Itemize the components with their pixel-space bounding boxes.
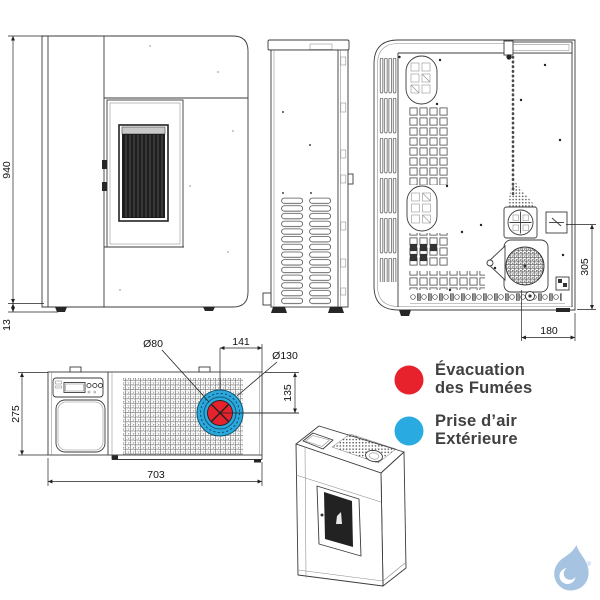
dim-flue-offset-right: 141: [220, 336, 263, 372]
dim-depth: 275: [10, 372, 48, 456]
legend-smoke-label: Évacuation des Fumées: [435, 361, 533, 397]
dim-air-intake-diameter: Ø130: [236, 350, 298, 397]
back-view: 305 180: [373, 39, 596, 341]
panel-button: [97, 382, 103, 389]
display-screen: [63, 382, 86, 393]
dim-180-label: 180: [540, 325, 558, 337]
dim-base-label: 13: [1, 319, 13, 331]
dim-height: 940: [1, 35, 44, 304]
panel-button: [92, 382, 98, 389]
side-foot: [328, 307, 344, 313]
brand-logo: ®: [554, 545, 592, 591]
smoke-dot-icon: [394, 365, 424, 394]
dim-703-label: 703: [147, 469, 165, 481]
back-fan-assembly: [486, 206, 570, 301]
top-view: 275 703 141 135 Ø80 Ø130: [10, 336, 299, 486]
panel-button: [86, 382, 92, 389]
front-foot: [55, 307, 67, 312]
front-foot: [203, 307, 215, 311]
dim-flue-offset-front: 135: [243, 372, 299, 414]
dim-305-label: 305: [579, 258, 591, 276]
back-air-funnel: [486, 244, 506, 282]
side-louvers: [281, 197, 331, 305]
air-dot-icon: [394, 416, 424, 445]
side-foot: [271, 307, 287, 313]
dim-rear-fan-height: 305: [566, 224, 596, 310]
back-top-bar: [503, 40, 573, 60]
front-view: 940 13: [1, 35, 249, 331]
back-vent-lower: [406, 185, 438, 232]
dim-d80-label: Ø80: [143, 338, 163, 350]
perspective-view: [295, 425, 407, 587]
back-perforation-grid: [409, 107, 449, 185]
dim-275-label: 275: [10, 405, 22, 423]
dim-base-height: 13: [1, 303, 58, 331]
door-hinge: [102, 182, 107, 191]
back-vent-upper: [405, 55, 438, 105]
side-view: [262, 39, 354, 313]
back-louver-band: [379, 58, 397, 282]
dim-141-label: 141: [232, 336, 250, 348]
back-terminal-strip: [410, 292, 562, 302]
side-latch: [347, 173, 354, 185]
side-hinge-strip: [340, 56, 347, 296]
dim-rear-fan-offset: 180: [521, 290, 576, 341]
legend-air-label: Prise d’air Extérieure: [435, 412, 518, 448]
front-door-window: [118, 124, 169, 222]
front-door: [106, 99, 184, 248]
hopper-lid: [55, 399, 106, 453]
back-foot: [399, 310, 411, 316]
dim-height-label: 940: [1, 161, 13, 179]
perspective-flue-collar: [365, 449, 383, 463]
control-panel: [52, 377, 104, 398]
dim-flue-diameter: Ø80: [143, 338, 210, 403]
registered-mark: ®: [587, 561, 592, 568]
dim-width: 703: [47, 458, 263, 486]
legend-item-air: Prise d’air Extérieure: [394, 412, 518, 448]
dim-d130-label: Ø130: [272, 350, 298, 362]
legend-item-smoke: Évacuation des Fumées: [394, 361, 533, 397]
back-foot: [556, 308, 570, 312]
dim-135-label: 135: [282, 384, 294, 402]
door-hinge: [102, 160, 107, 169]
